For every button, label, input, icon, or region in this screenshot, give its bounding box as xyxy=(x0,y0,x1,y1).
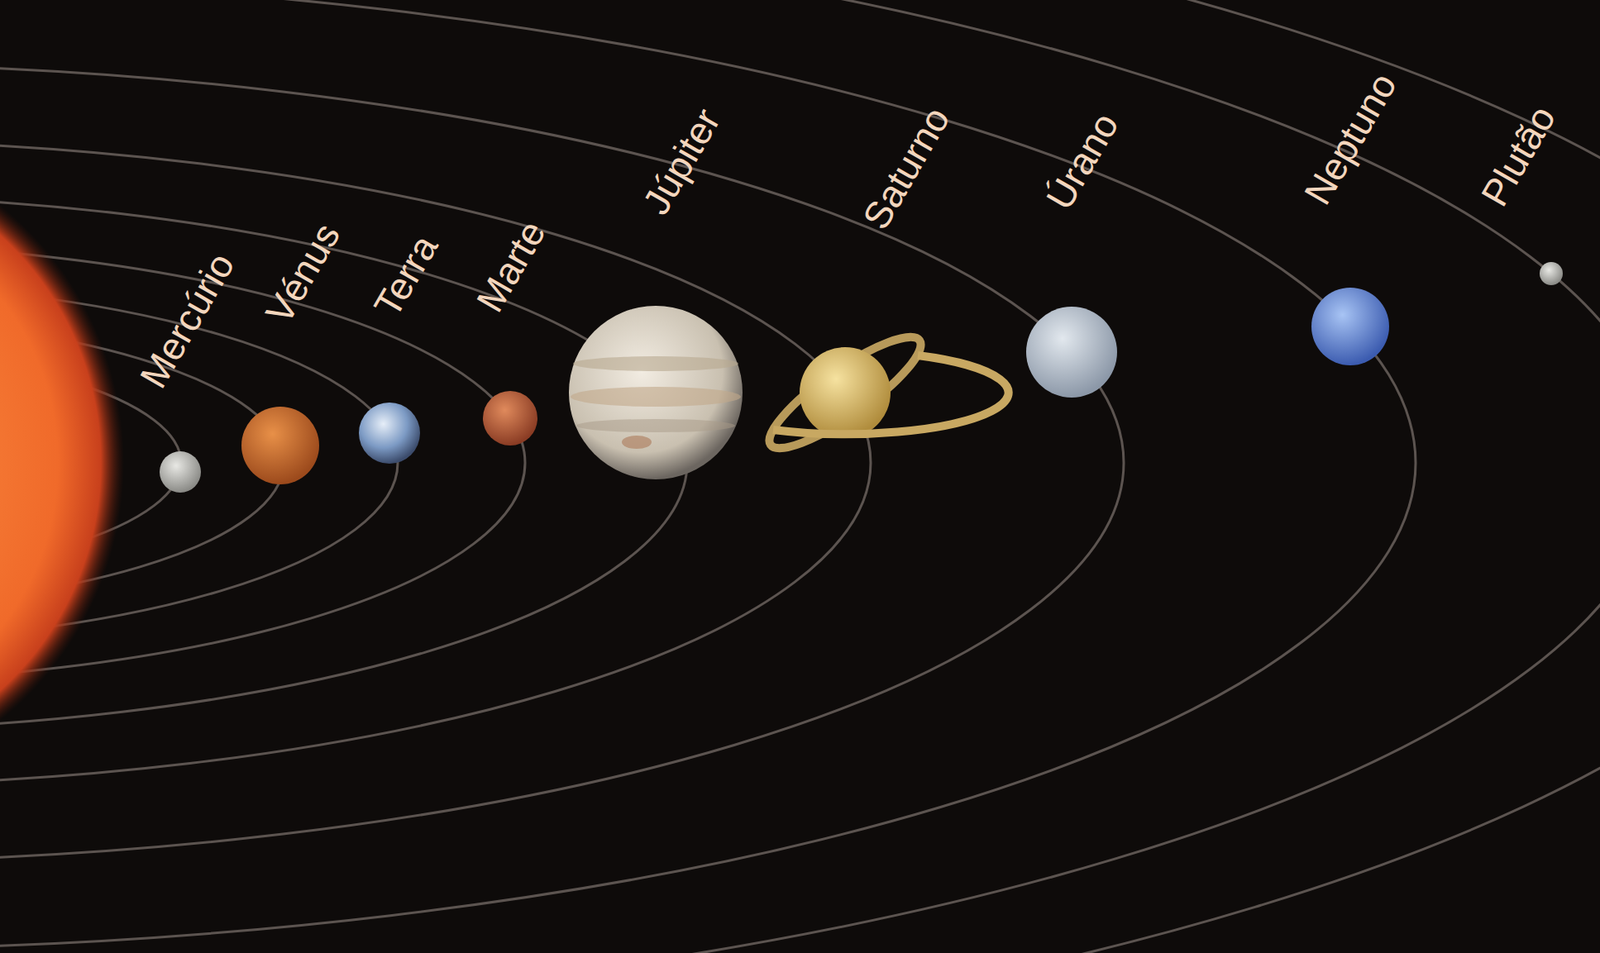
jupiter-planet xyxy=(568,305,743,480)
pluto-planet xyxy=(1539,262,1563,286)
mercury-planet xyxy=(159,451,201,493)
uranus-planet xyxy=(1026,306,1118,398)
neptune-planet xyxy=(1311,287,1390,366)
earth-planet xyxy=(358,402,421,464)
mars-planet xyxy=(482,391,538,446)
venus-planet xyxy=(241,406,320,485)
saturn-planet xyxy=(757,321,1009,464)
sun xyxy=(0,132,125,794)
